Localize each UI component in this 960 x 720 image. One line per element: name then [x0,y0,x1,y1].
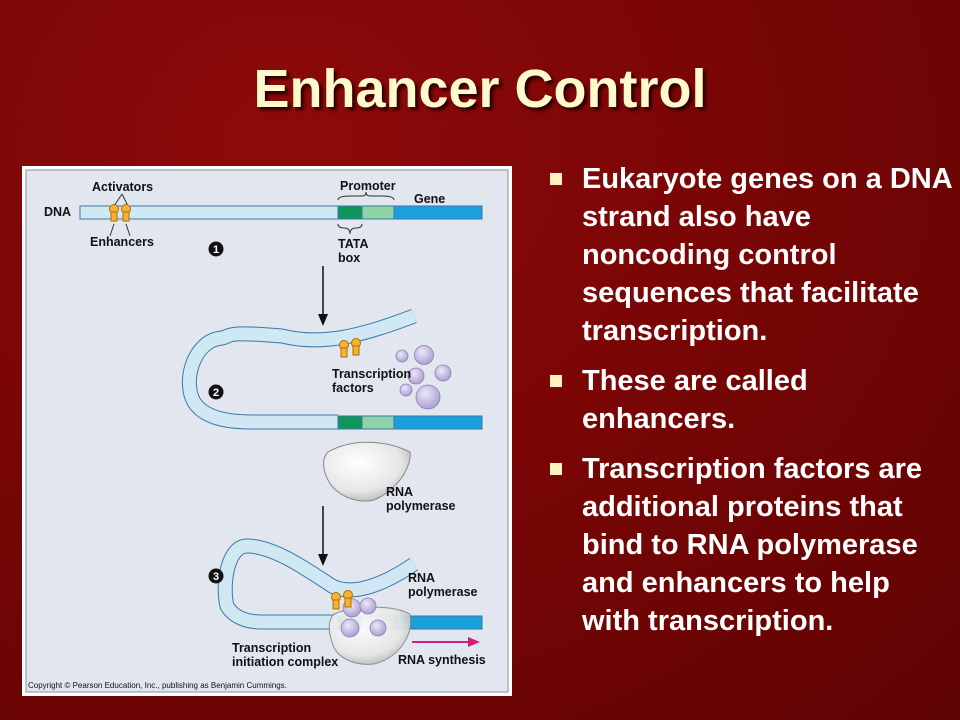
label-tf-2: factors [332,381,374,395]
copyright-note: Copyright © Pearson Education, Inc., pub… [28,681,287,690]
slide-title: Enhancer Control [253,59,707,119]
arrowhead-2 [318,554,328,566]
bullet-item: Eukaryote genes on a DNA strand also hav… [548,160,953,350]
panel-frame [25,169,509,693]
bullet-list: Eukaryote genes on a DNA strand also hav… [548,160,953,652]
label-activators: Activators [92,180,153,194]
bullet-square-icon [550,463,562,475]
bullet-square-icon [550,173,562,185]
label-gene: Gene [414,192,445,206]
label-rnap-3: RNA [408,571,435,585]
activator-protein-3 [331,590,353,610]
label-dna: DNA [44,205,71,219]
step-3-marker: 3 [208,568,224,584]
bullet-item: Transcription factors are additional pro… [548,450,953,640]
diagram-svg: Activators DNA Enhancers Promoter Gene T… [25,169,509,693]
activator-pointer [113,193,129,207]
bullet-square-icon [550,375,562,387]
step-2-marker: 2 [208,384,224,400]
label-tic-1: Transcription [232,641,311,655]
label-rnap-4: polymerase [408,585,478,599]
activator-protein-2 [339,338,361,358]
svg-text:3: 3 [213,571,219,583]
enhancer-pointer [109,223,131,237]
label-rnap-2: polymerase [386,499,456,513]
label-tic-2: initiation complex [232,655,338,669]
label-promoter: Promoter [340,179,396,193]
rna-polymerase-free [323,441,411,502]
arrowhead-1 [318,314,328,326]
bullet-text: These are called enhancers. [582,365,808,435]
label-tata: TATA [338,237,369,251]
bullet-text: Eukaryote genes on a DNA strand also hav… [582,163,952,347]
step-1-marker: 1 [208,241,224,257]
activator-protein-1 [109,204,131,222]
promoter-brace [337,191,395,201]
dna-loop-2 [181,308,483,430]
bullet-item: These are called enhancers. [548,362,953,438]
label-rna-synthesis: RNA synthesis [398,653,486,667]
dna-strand-1 [79,205,483,220]
svg-text:2: 2 [213,387,219,399]
label-tata-box: box [338,251,360,265]
tata-brace [337,223,363,235]
label-tf-1: Transcription [332,367,411,381]
rna-synthesis-arrowhead [468,637,480,647]
label-enhancers: Enhancers [90,235,154,249]
label-rnap-1: RNA [386,485,413,499]
enhancer-diagram: Activators DNA Enhancers Promoter Gene T… [22,166,512,696]
bullet-text: Transcription factors are additional pro… [582,453,923,637]
svg-text:1: 1 [213,244,219,256]
complex-proteins [340,597,387,638]
transcription-factor-proteins [395,345,452,410]
